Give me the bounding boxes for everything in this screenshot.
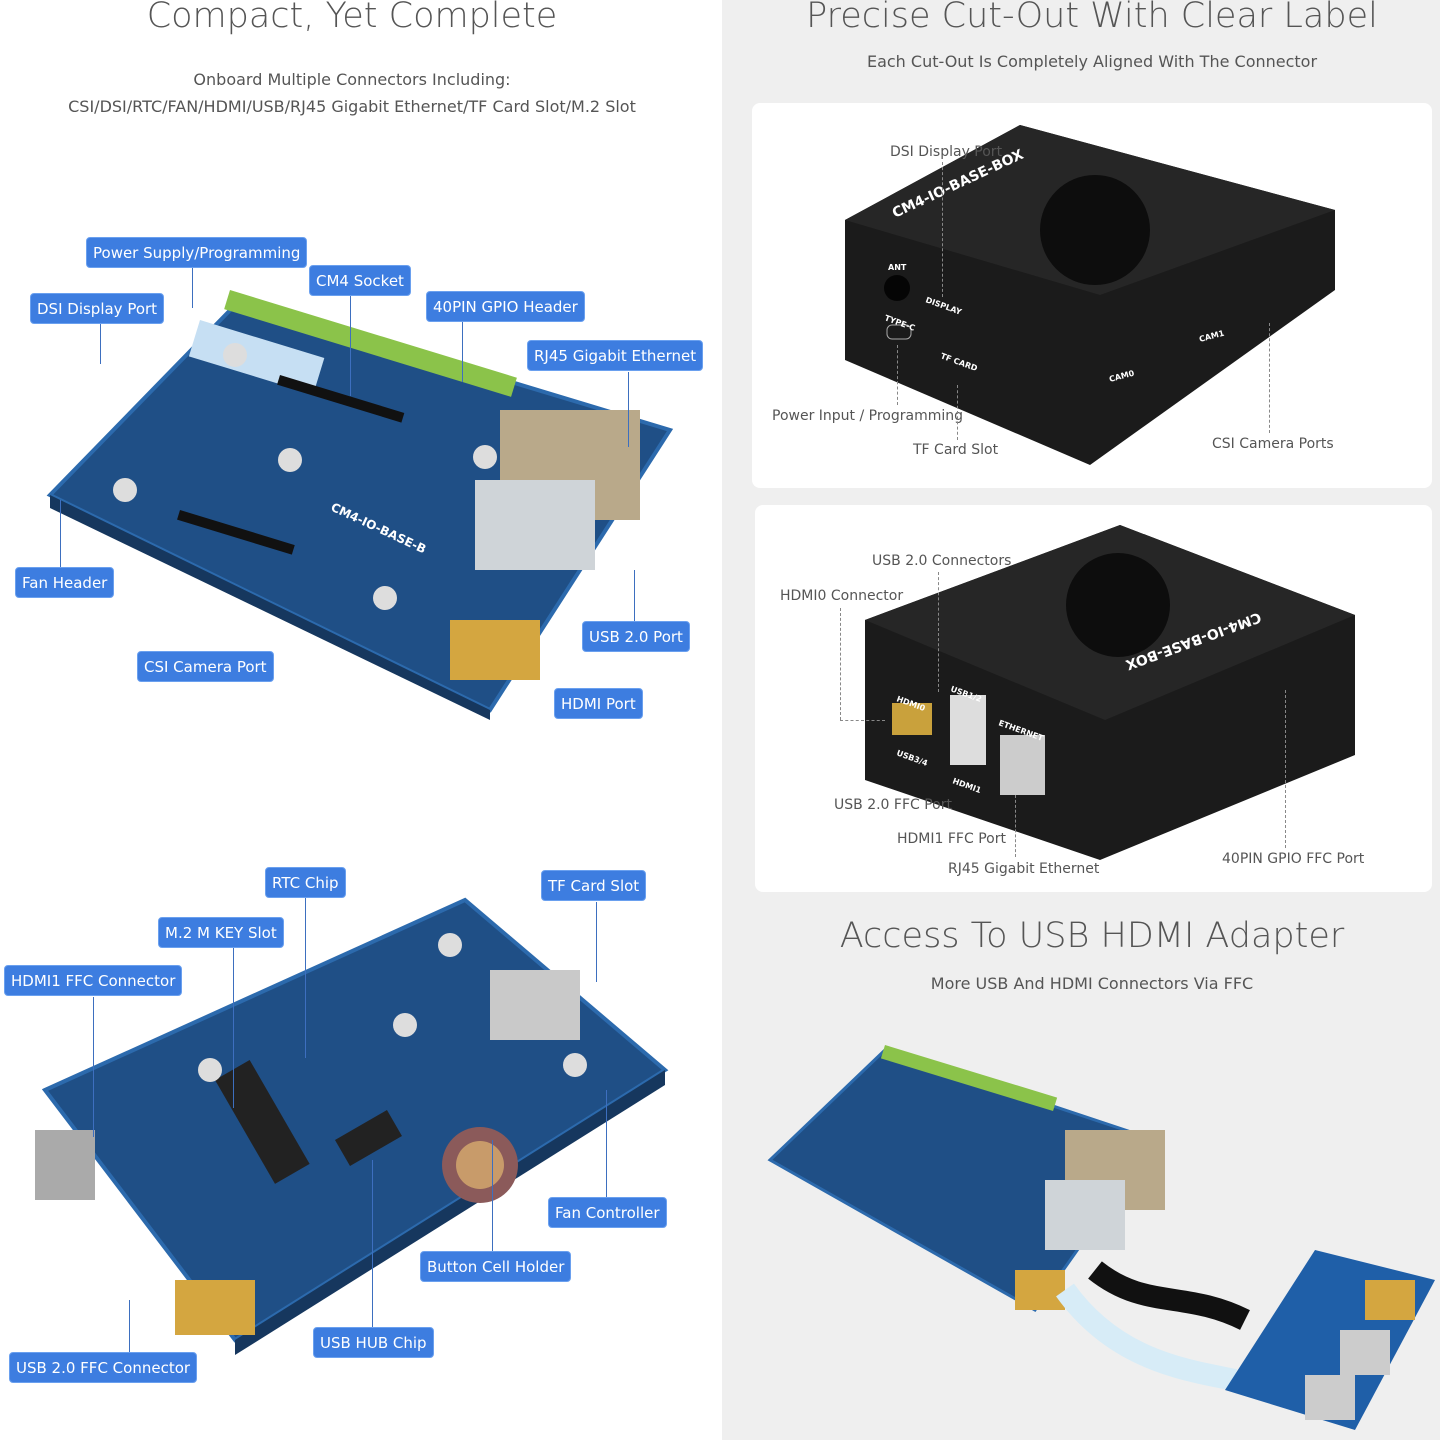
- right-subtitle: Each Cut-Out Is Completely Aligned With …: [866, 52, 1318, 71]
- caption-usb20-ffc-port: USB 2.0 FFC Port: [834, 797, 952, 813]
- label-tf-card-slot: TF Card Slot: [541, 870, 647, 901]
- label-rtc-chip: RTC Chip: [265, 867, 346, 898]
- leader-line: [840, 720, 885, 721]
- label-power-supply: Power Supply/Programming: [86, 237, 308, 268]
- label-hdmi-port: HDMI Port: [554, 688, 643, 719]
- leader-line: [192, 268, 193, 308]
- leader-line: [596, 902, 597, 982]
- label-button-cell-holder: Button Cell Holder: [420, 1251, 572, 1282]
- label-usb20-port: USB 2.0 Port: [582, 621, 690, 652]
- leader-line: [634, 570, 635, 621]
- leader-line: [938, 572, 939, 692]
- adapter-image: [767, 1045, 1435, 1430]
- leader-line: [1285, 690, 1286, 848]
- label-csi-camera-port: CSI Camera Port: [137, 651, 274, 682]
- leader-line: [1015, 795, 1016, 857]
- svg-text:ANT: ANT: [888, 263, 907, 272]
- caption-hdmi0-connector: HDMI0 Connector: [780, 588, 904, 604]
- right-title-2: Access To USB HDMI Adapter: [839, 916, 1345, 956]
- leader-line: [233, 948, 234, 1108]
- caption-rj45: RJ45 Gigabit Ethernet: [948, 861, 1100, 877]
- label-usb-hub-chip: USB HUB Chip: [313, 1327, 434, 1358]
- leader-line: [93, 997, 94, 1137]
- caption-csi-camera-ports: CSI Camera Ports: [1212, 436, 1334, 452]
- label-cm4-socket: CM4 Socket: [309, 265, 411, 296]
- leader-line: [897, 345, 898, 405]
- label-fan-controller: Fan Controller: [548, 1197, 667, 1228]
- leader-line: [1269, 323, 1270, 433]
- label-dsi-display-port: DSI Display Port: [30, 293, 165, 324]
- leader-line: [129, 1300, 130, 1352]
- left-subtitle-1: Onboard Multiple Connectors Including:: [193, 70, 511, 89]
- label-m2-slot: M.2 M KEY Slot: [158, 917, 284, 948]
- leader-line: [628, 372, 629, 447]
- leader-line: [462, 322, 463, 382]
- leader-line: [957, 385, 958, 440]
- case-2-image: CM4-IO-BASE-BOX HDMI0 USB1/2 ETHERNET US…: [865, 525, 1355, 860]
- leader-line: [372, 1160, 373, 1327]
- label-rj45: RJ45 Gigabit Ethernet: [527, 340, 704, 371]
- label-40pin-gpio: 40PIN GPIO Header: [426, 291, 585, 322]
- right-subtitle-2: More USB And HDMI Connectors Via FFC: [930, 974, 1254, 993]
- leader-line: [60, 500, 61, 567]
- caption-hdmi1-ffc-port: HDMI1 FFC Port: [897, 831, 1006, 847]
- leader-line: [942, 162, 943, 297]
- label-fan-header: Fan Header: [15, 567, 115, 598]
- left-title: Compact, Yet Complete: [146, 0, 558, 36]
- right-title: Precise Cut-Out With Clear Label: [806, 0, 1378, 36]
- caption-dsi-display-port: DSI Display Port: [890, 144, 1003, 160]
- caption-40pin-gpio-ffc: 40PIN GPIO FFC Port: [1222, 851, 1365, 867]
- board-bottom-image: [35, 897, 669, 1355]
- caption-power-input: Power Input / Programming: [772, 408, 964, 424]
- leader-line: [350, 296, 351, 396]
- leader-line: [305, 898, 306, 1058]
- leader-line: [100, 324, 101, 364]
- left-subtitle-2: CSI/DSI/RTC/FAN/HDMI/USB/RJ45 Gigabit Et…: [68, 97, 636, 116]
- case-1-image: CM4-IO-BASE-BOX ANT TYPE-C DISPLAY TF CA…: [845, 125, 1335, 465]
- label-usb20-ffc: USB 2.0 FFC Connector: [9, 1352, 198, 1383]
- label-hdmi1-ffc: HDMI1 FFC Connector: [4, 965, 183, 996]
- leader-line: [606, 1090, 607, 1197]
- caption-usb20-connectors: USB 2.0 Connectors: [872, 553, 1012, 569]
- caption-tf-card-slot: TF Card Slot: [913, 442, 999, 458]
- board-top-image: CM4-IO-BASE-B: [46, 290, 674, 720]
- leader-line: [840, 608, 841, 720]
- leader-line: [492, 1140, 493, 1251]
